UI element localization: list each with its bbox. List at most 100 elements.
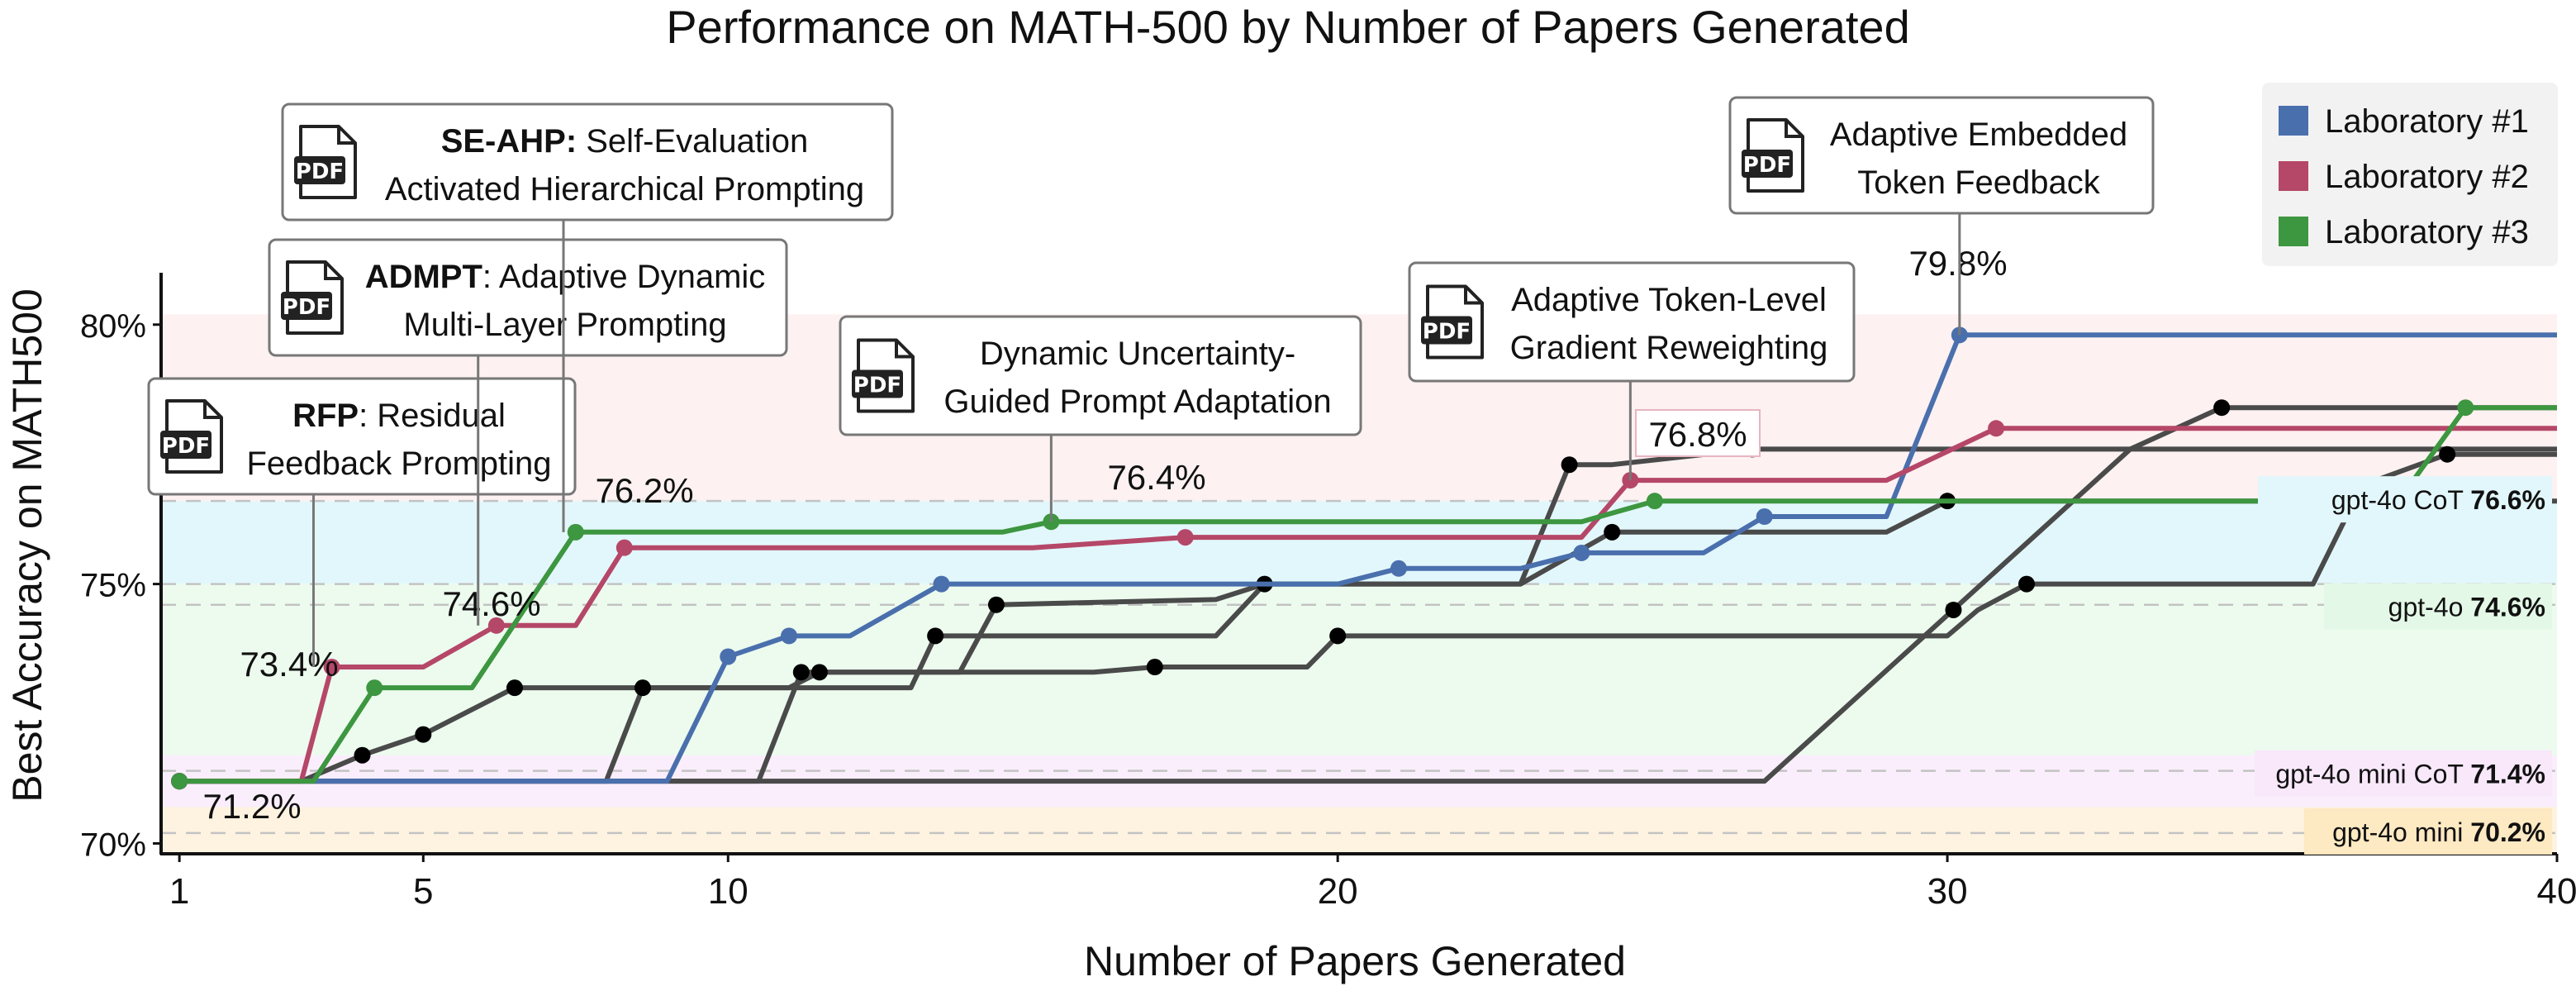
lab-series-marker bbox=[781, 627, 798, 645]
baseline-label-bg bbox=[2255, 750, 2552, 797]
gray-series-marker bbox=[415, 726, 432, 743]
paper-annotation: PDF Dynamic Uncertainty- Guided Prompt Ada… bbox=[839, 315, 1362, 522]
gray-series-marker bbox=[1146, 659, 1163, 676]
pdf-icon-label: PDF bbox=[1423, 320, 1471, 345]
accuracy-band bbox=[161, 584, 2557, 755]
value-label-box bbox=[1635, 409, 1761, 457]
value-label: 76.8% bbox=[1635, 409, 1761, 457]
annotation-box bbox=[281, 102, 894, 222]
baseline-label-bg bbox=[2304, 808, 2552, 855]
lab-series-marker bbox=[933, 575, 950, 593]
baseline-value: 76.6% bbox=[2470, 485, 2545, 515]
x-tick-label: 10 bbox=[708, 871, 749, 912]
lab-series-marker bbox=[1646, 493, 1663, 510]
annotation-line1: RFP: Residual bbox=[292, 398, 506, 434]
pdf-icon-label: PDF bbox=[1743, 153, 1791, 178]
lab-series-marker bbox=[1176, 529, 1194, 546]
baseline-label-text: gpt-4o mini CoT 71.4% bbox=[2275, 760, 2545, 789]
pdf-icon: PDF bbox=[1421, 284, 1484, 360]
gray-series-marker bbox=[987, 596, 1005, 613]
value-label-text: 73.4% bbox=[240, 645, 338, 684]
gray-series-marker bbox=[1945, 601, 1962, 618]
x-axis-label: Number of Papers Generated bbox=[1084, 938, 1626, 984]
y-tick-label: 75% bbox=[80, 568, 146, 604]
gray-series-marker bbox=[810, 664, 828, 681]
lab-series-marker bbox=[567, 523, 584, 541]
value-label: 71.2% bbox=[202, 787, 301, 826]
annotation-box bbox=[268, 238, 788, 357]
lab-series-marker bbox=[171, 773, 188, 790]
lab-series-marker bbox=[323, 659, 340, 676]
pdf-icon-banner bbox=[160, 431, 211, 459]
annotation-line2: Guided Prompt Adaptation bbox=[943, 384, 1331, 420]
value-label: 76.2% bbox=[595, 471, 693, 510]
annotation-method-name: ADMPT bbox=[365, 259, 482, 295]
gray-series-marker bbox=[634, 679, 651, 697]
baseline-label: gpt-4o mini CoT 71.4% bbox=[2255, 750, 2552, 797]
value-label: 73.4% bbox=[240, 645, 338, 684]
accuracy-band bbox=[161, 807, 2557, 854]
annotation-line1: Adaptive Token-Level bbox=[1511, 282, 1827, 318]
annotation-line1: Dynamic Uncertainty- bbox=[980, 336, 1295, 372]
annotation-line2: Token Feedback bbox=[1857, 164, 2101, 201]
annotation-line2: Gradient Reweighting bbox=[1510, 330, 1828, 366]
pdf-icon-label: PDF bbox=[283, 295, 330, 320]
value-label: 74.6% bbox=[442, 584, 540, 623]
annotation-title-part: Dynamic Uncertainty- bbox=[980, 336, 1295, 372]
legend-box bbox=[2262, 83, 2558, 266]
chart-title: Performance on MATH-500 by Number of Pap… bbox=[666, 1, 1909, 53]
baseline-model-name: gpt-4o mini bbox=[2332, 817, 2470, 847]
gray-series-marker bbox=[927, 627, 944, 645]
annotation-method-name: RFP bbox=[292, 398, 359, 434]
baseline-labels: gpt-4o CoT 76.6%gpt-4o 74.6%gpt-4o mini … bbox=[2255, 476, 2552, 855]
legend-label: Laboratory #3 bbox=[2325, 214, 2529, 250]
pdf-icon: PDF bbox=[281, 260, 344, 335]
annotation-title-part: : Adaptive Dynamic bbox=[482, 259, 765, 295]
x-tick-label: 40 bbox=[2537, 871, 2576, 912]
legend-label: Laboratory #2 bbox=[2325, 159, 2529, 195]
lab-series-marker bbox=[366, 679, 383, 697]
gray-series-marker bbox=[2213, 399, 2231, 417]
gray-series-marker bbox=[1561, 456, 1578, 474]
gray-series-marker bbox=[354, 746, 371, 764]
value-label-text: 74.6% bbox=[442, 584, 540, 623]
pdf-icon-label: PDF bbox=[162, 434, 210, 459]
lab-series-marker bbox=[1573, 544, 1590, 561]
y-tick-label: 70% bbox=[80, 827, 146, 863]
pdf-icon: PDF bbox=[294, 125, 357, 199]
annotation-line1: Adaptive Embedded bbox=[1830, 117, 2127, 153]
annotation-line2: Activated Hierarchical Prompting bbox=[385, 171, 864, 207]
legend-item: Laboratory #2 bbox=[2279, 159, 2529, 195]
pdf-icon-banner bbox=[852, 369, 903, 398]
gray-series-marker bbox=[1329, 627, 1347, 645]
pdf-icon-banner bbox=[294, 156, 345, 184]
pdf-icon-label: PDF bbox=[296, 160, 344, 184]
pdf-icon-fold bbox=[337, 126, 355, 145]
pdf-icon: PDF bbox=[852, 338, 915, 413]
value-label-text: 79.8% bbox=[1908, 244, 2007, 283]
annotation-box bbox=[147, 377, 577, 496]
baseline-label-bg bbox=[2324, 583, 2552, 630]
accuracy-band bbox=[161, 501, 2557, 584]
value-label-text: 76.2% bbox=[595, 471, 693, 510]
pdf-icon-label: PDF bbox=[853, 374, 901, 398]
gray-series-line bbox=[179, 498, 2557, 784]
lab-series-marker bbox=[615, 539, 633, 556]
annotation-title-part: Adaptive Token-Level bbox=[1511, 282, 1827, 318]
x-tick-label: 20 bbox=[1318, 871, 1358, 912]
baseline-label-bg bbox=[2258, 476, 2552, 523]
baseline-value: 74.6% bbox=[2470, 593, 2545, 622]
gray-series-marker bbox=[792, 664, 810, 681]
lab-series-line bbox=[179, 426, 2557, 784]
pdf-icon-fold bbox=[1785, 120, 1803, 138]
gray-series-marker bbox=[1604, 523, 1621, 541]
annotation-box bbox=[839, 315, 1362, 436]
legend-item: Laboratory #3 bbox=[2279, 214, 2529, 250]
annotation-box bbox=[1408, 261, 1856, 383]
gray-series-marker bbox=[2439, 445, 2456, 463]
